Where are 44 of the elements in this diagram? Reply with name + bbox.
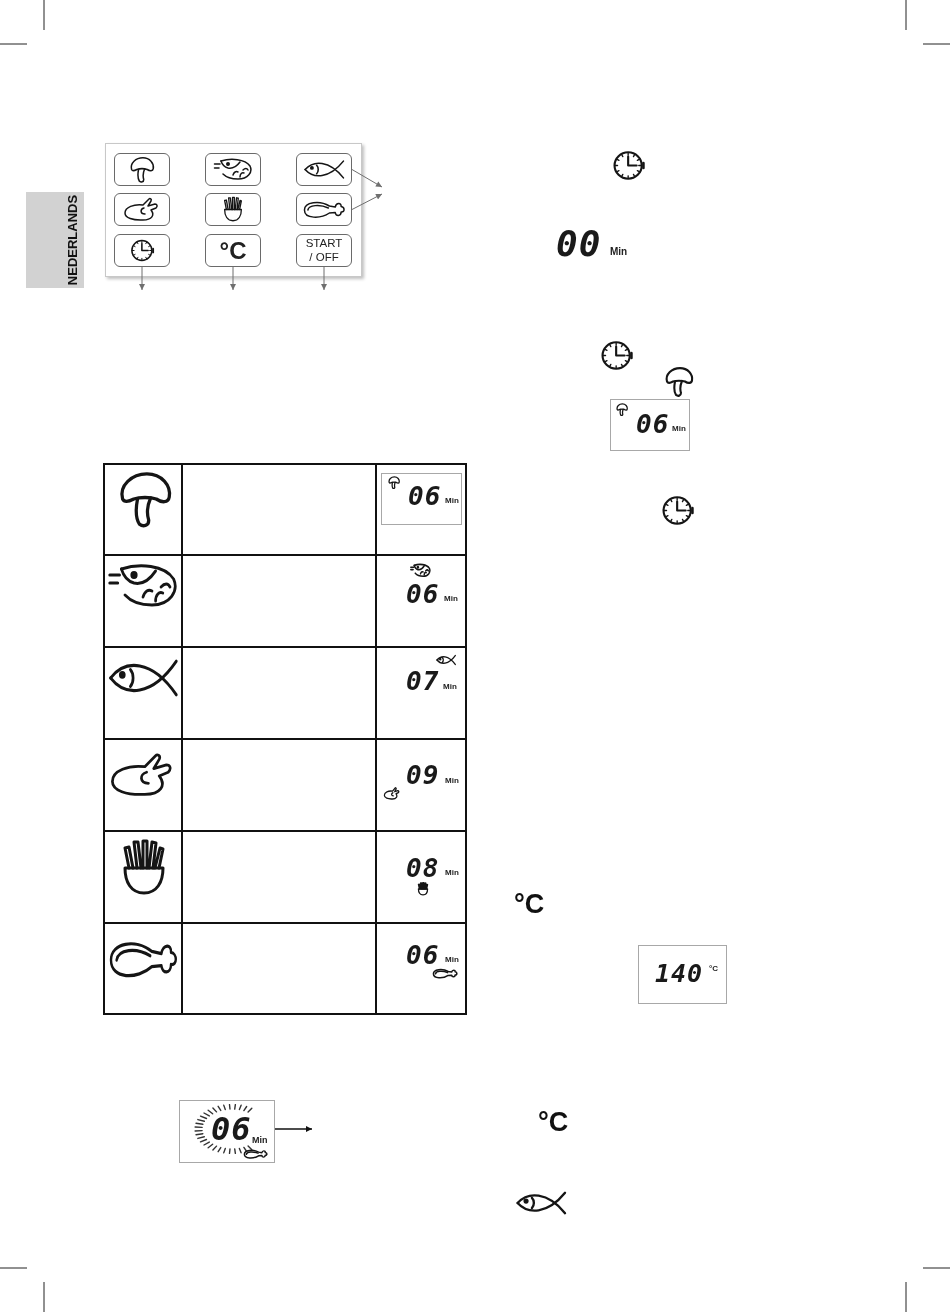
unit-label: Min: [444, 595, 458, 603]
unit-label: Min: [672, 425, 686, 433]
lcd-digits: 06: [406, 942, 440, 968]
unit-label: Min: [443, 683, 457, 691]
lcd-display: [610, 399, 690, 451]
unit-label: Min: [252, 1136, 268, 1145]
start-off-button: START / OFF: [296, 234, 352, 267]
lcd-display: [638, 945, 727, 1004]
program-button: [296, 193, 352, 226]
unit-label: Min: [445, 777, 459, 785]
program-button: [205, 193, 261, 226]
arrow: [230, 266, 236, 291]
lcd-digits: 08: [406, 855, 440, 881]
lcd-digits: 09: [406, 762, 440, 788]
lcd-digits: 06: [636, 411, 670, 437]
arrow: [351, 169, 383, 188]
lcd-display: [381, 473, 462, 525]
unit-label: Min: [445, 956, 459, 964]
lcd-digits: 00: [556, 226, 602, 262]
timer-button: [114, 234, 170, 267]
unit-label: Min: [445, 497, 459, 505]
lcd-digits: 06: [211, 1113, 252, 1145]
arrow: [321, 266, 327, 291]
program-button: [114, 153, 170, 186]
unit-label: °C: [709, 965, 718, 973]
program-button: [114, 193, 170, 226]
lcd-digits: 06: [408, 483, 442, 509]
lcd-digits: 07: [406, 668, 440, 694]
unit-label: Min: [445, 869, 459, 877]
arrow: [139, 266, 145, 291]
language-label: NEDERLANDS: [65, 194, 79, 286]
program-button: [205, 153, 261, 186]
temperature-symbol: °C: [514, 891, 545, 918]
temperature-button: °C: [205, 234, 261, 267]
unit-label: Min: [610, 247, 628, 257]
language-tab: [26, 192, 84, 288]
temperature-symbol: °C: [538, 1109, 569, 1136]
lcd-digits: 140: [655, 961, 704, 986]
lcd-display: [179, 1100, 275, 1163]
program-button: [296, 153, 352, 186]
arrow: [274, 1126, 313, 1132]
lcd-digits: 06: [406, 581, 440, 607]
arrow: [351, 193, 383, 210]
control-panel: [105, 143, 362, 277]
